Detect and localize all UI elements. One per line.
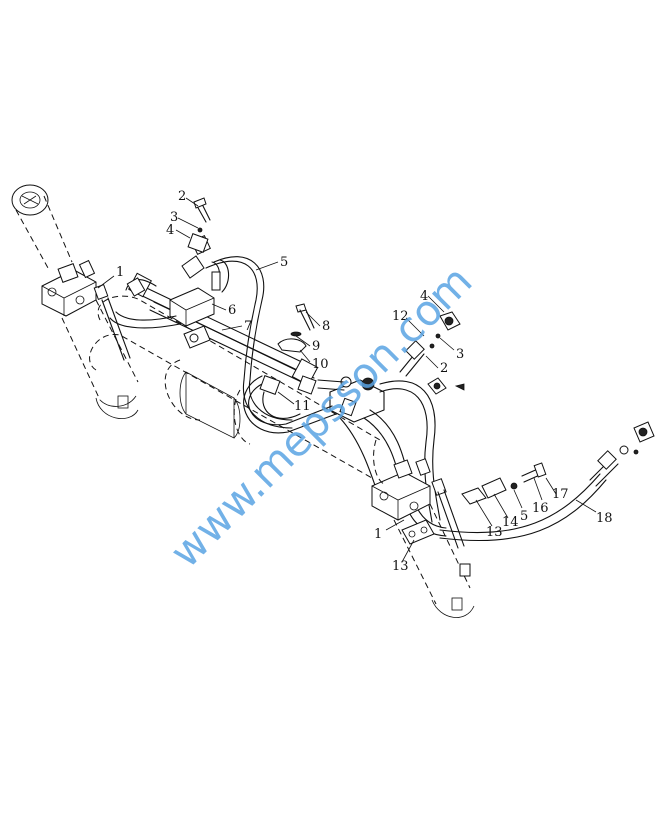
callout-5-right: 5 (520, 509, 528, 524)
callout-11: 11 (294, 399, 311, 414)
clamp-13-right (461, 487, 487, 505)
bolt-8 (295, 303, 315, 331)
callout-labels: 2 3 4 5 1 6 7 8 9 10 11 4 12 3 2 1 13 13… (116, 189, 613, 574)
right-steering-cylinder (371, 439, 475, 618)
callout-10: 10 (312, 357, 329, 372)
callout-4-upper: 4 (166, 223, 174, 238)
callout-14: 14 (502, 515, 519, 530)
callout-16: 16 (532, 501, 549, 516)
clamp-4-right (439, 311, 461, 331)
bolt-2-upper (193, 197, 211, 223)
tube-loop-11 (243, 375, 337, 434)
callout-6: 6 (228, 303, 236, 318)
callout-leaders (97, 197, 597, 563)
clamp-10 (277, 338, 307, 353)
callout-3-upper: 3 (170, 210, 178, 225)
upper-steel-tube (109, 272, 319, 387)
axle-housing (89, 295, 381, 479)
callout-17: 17 (552, 487, 569, 502)
callout-4-right: 4 (420, 289, 428, 304)
hose-18 (439, 450, 619, 542)
central-manifold (317, 376, 385, 423)
fitting-2-right (427, 377, 465, 395)
clamp-4-upper (187, 233, 209, 253)
callout-8: 8 (322, 319, 330, 334)
callout-18: 18 (596, 511, 613, 526)
callout-5-upper: 5 (280, 255, 288, 270)
callout-7: 7 (244, 319, 252, 334)
fitting-17 (619, 421, 655, 455)
plate-14 (481, 477, 507, 499)
callout-2-right: 2 (440, 361, 448, 376)
left-steering-cylinder (11, 184, 139, 419)
washer-3-upper (197, 227, 203, 233)
callout-1-left: 1 (116, 265, 124, 280)
washer-3-right (429, 333, 441, 349)
callout-2-upper: 2 (178, 189, 186, 204)
callout-1-right: 1 (374, 527, 382, 542)
bolt-16 (521, 462, 547, 483)
callout-13-right: 13 (486, 525, 503, 540)
callout-13-lower: 13 (392, 559, 409, 574)
callout-9: 9 (312, 339, 320, 354)
bolt-12 (399, 340, 425, 377)
callout-3-right: 3 (456, 347, 464, 362)
callout-12: 12 (392, 309, 409, 324)
washer-15 (510, 482, 518, 490)
washer-9 (290, 331, 302, 337)
